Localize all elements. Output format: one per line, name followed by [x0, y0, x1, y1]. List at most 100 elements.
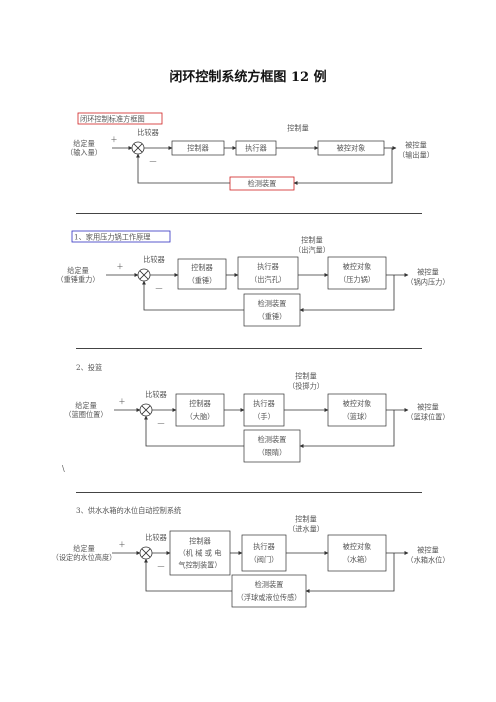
stray-mark: \: [62, 464, 65, 473]
output-label: （篮球位置）: [406, 413, 449, 422]
feedback-arrow-out: [142, 280, 244, 311]
input-label: （输入量）: [66, 148, 102, 157]
divider-line: [76, 492, 422, 493]
minus-sign: —: [157, 418, 164, 427]
controller-block-label: 气控制装置）: [178, 561, 221, 570]
feedback-arrow-out: [144, 415, 244, 447]
control-variable-label: 控制量: [295, 515, 317, 524]
page-title: 闭环控制系统方框图 12 例: [169, 70, 327, 85]
feedback-arrow-in: [299, 275, 395, 312]
feedback-block-box: [243, 293, 301, 327]
output-label: （输出量）: [398, 151, 434, 160]
plant-block-box: [327, 393, 387, 427]
input-label: 给定量: [73, 544, 95, 553]
controller-block-label: （重锤）: [188, 276, 217, 285]
input-label: 给定量: [73, 139, 95, 148]
actuator-block-box: [237, 256, 299, 290]
input-label: （重锤重力）: [56, 275, 99, 284]
feedback-block-label: （重锤）: [258, 312, 287, 321]
comparator-cross: [133, 143, 143, 153]
actuator-block-label: （阀门）: [250, 555, 279, 564]
output-label: （水箱水位）: [406, 556, 449, 565]
actuator-block-label: （手）: [253, 412, 275, 421]
output-label: 被控量: [417, 403, 439, 412]
control-variable-label: 控制量: [295, 372, 317, 381]
minus-sign: —: [149, 156, 156, 165]
output-label: 被控量: [405, 141, 427, 150]
comparator-cross: [141, 405, 151, 415]
actuator-block-label: 执行器: [245, 144, 267, 153]
divider-line: [76, 348, 422, 349]
plant-block-label: 被控对象: [343, 542, 372, 551]
comparator-label: 比较器: [145, 390, 167, 399]
feedback-block-label: 检测装置: [258, 435, 287, 444]
section-heading: 2、投篮: [76, 363, 102, 372]
plant-block-label: 被控对象: [343, 399, 372, 408]
divider-line: [76, 213, 422, 214]
section-heading: 1、家用压力锅工作原理: [74, 233, 150, 242]
control-variable-label: 控制量: [301, 236, 323, 245]
plant-block-box: [327, 256, 387, 290]
plant-block-label: （压力锅）: [339, 275, 375, 284]
input-label: 给定量: [75, 401, 97, 410]
output-label: （锅内压力）: [406, 278, 449, 287]
plant-block-label: 被控对象: [343, 262, 372, 271]
output-label: 被控量: [417, 546, 439, 555]
controller-block-label: （机 械 或 电: [179, 549, 222, 558]
control-variable-label: （进水量）: [288, 525, 324, 534]
controller-block-box: [177, 258, 227, 290]
control-variable-label: 控制量: [287, 124, 309, 133]
feedback-arrow-out: [136, 153, 230, 184]
actuator-block-label: 执行器: [257, 262, 279, 271]
plant-block-box: [327, 534, 387, 572]
actuator-block-box: [241, 534, 287, 572]
feedback-arrow-in: [299, 410, 395, 448]
section-heading: 3、供水水箱的水位自动控制系统: [76, 506, 181, 515]
actuator-block-label: 执行器: [253, 399, 275, 408]
feedback-block-label: 检测装置: [248, 179, 277, 188]
comparator-cross: [141, 548, 151, 558]
section-heading: 闭环控制标准方框图: [80, 115, 145, 124]
controller-block-label: 控制器: [191, 263, 213, 272]
feedback-block-label: （浮球或液位传感）: [237, 593, 302, 602]
comparator-label: 比较器: [145, 533, 167, 542]
output-label: 被控量: [417, 268, 439, 277]
actuator-block-label: 执行器: [253, 542, 275, 551]
controller-block-label: 控制器: [187, 144, 209, 153]
minus-sign: —: [157, 561, 164, 570]
comparator-cross: [139, 270, 149, 280]
minus-sign: —: [155, 283, 162, 292]
plus-sign: ＋: [118, 540, 125, 549]
plus-sign: ＋: [110, 135, 117, 144]
section-heading-box: [77, 112, 163, 125]
feedback-arrow-in: [293, 148, 393, 185]
comparator-label: 比较器: [137, 128, 159, 137]
control-variable-label: （投掷力）: [288, 382, 324, 391]
input-label: （设定的水位高度）: [52, 553, 117, 562]
plus-sign: ＋: [116, 262, 123, 271]
controller-block-label: （大脑）: [186, 412, 215, 421]
feedback-arrow-out: [144, 558, 232, 592]
input-label: （篮圈位置）: [64, 410, 107, 419]
controller-block-box: [175, 393, 225, 427]
plant-block-label: （水箱）: [343, 555, 372, 564]
comparator-label: 比较器: [143, 255, 165, 264]
controller-block-label: 控制器: [189, 399, 211, 408]
control-variable-label: （出汽量）: [294, 246, 330, 255]
feedback-block-label: 检测装置: [258, 299, 287, 308]
feedback-block-label: （眼睛）: [258, 448, 287, 457]
feedback-block-label: 检测装置: [255, 580, 284, 589]
plant-block-label: （篮球）: [343, 412, 372, 421]
input-label: 给定量: [67, 266, 89, 275]
section-heading-box: [71, 230, 171, 243]
feedback-arrow-in: [305, 553, 395, 593]
actuator-block-label: （出汽孔）: [250, 275, 286, 284]
controller-block-label: 控制器: [189, 537, 211, 546]
plus-sign: ＋: [118, 397, 125, 406]
plant-block-label: 被控对象: [337, 144, 366, 153]
